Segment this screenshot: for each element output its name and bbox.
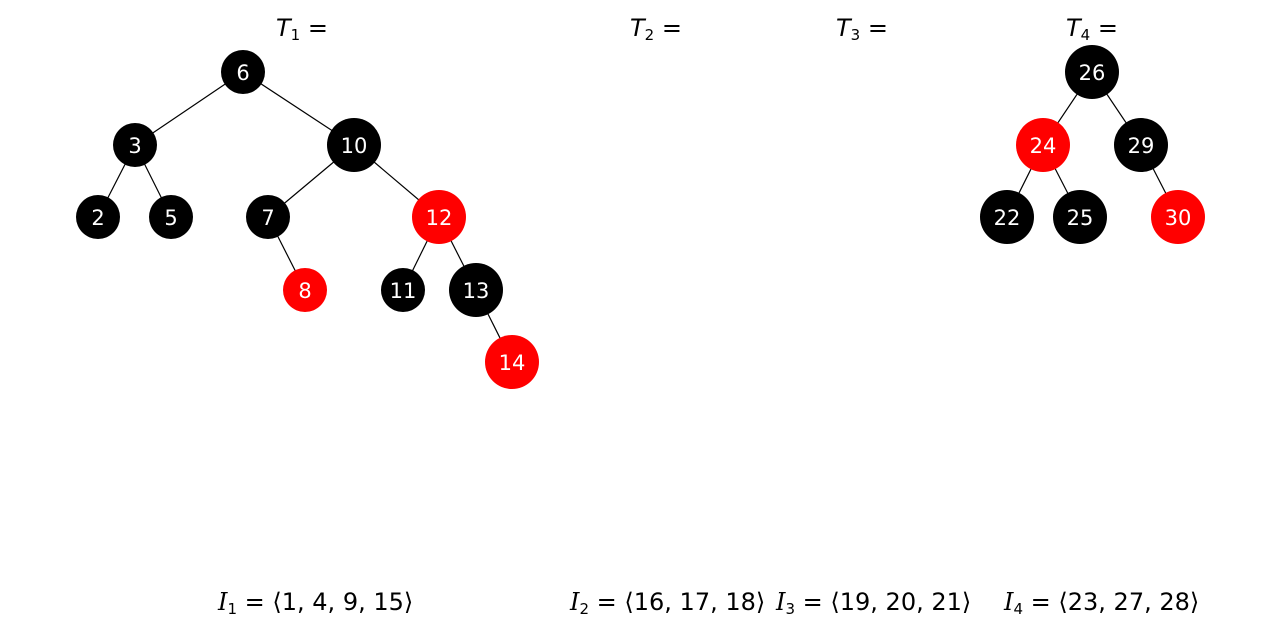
title-letter: T [630,14,645,42]
node-circle [113,123,157,167]
node-circle [1016,118,1070,172]
interval-letter: I [1004,588,1014,616]
node-circle [327,118,381,172]
tree-node-25: 25 [1053,190,1107,244]
node-key-label: 25 [1067,206,1094,230]
node-circle [149,195,193,239]
node-circle [381,268,425,312]
node-circle [1151,190,1205,244]
tree-node-30: 30 [1151,190,1205,244]
tree-node-8: 8 [283,268,327,312]
tree-node-2: 2 [76,195,120,239]
node-circle [449,263,503,317]
interval-subscript: 4 [1013,600,1024,618]
node-circle [1065,45,1119,99]
interval-values: = ⟨23, 27, 28⟩ [1023,588,1200,616]
tree-node-10: 10 [327,118,381,172]
title-subscript: 4 [1080,26,1091,44]
tree-title-t4: T4 = [1066,14,1118,44]
interval-letter: I [218,588,228,616]
title-letter: T [276,14,291,42]
tree-title-t1: T1 = [276,14,328,44]
node-key-label: 29 [1128,134,1155,158]
tree-node-12: 12 [412,190,466,244]
tree-node-13: 13 [449,263,503,317]
tree-title-t3: T3 = [836,14,888,44]
title-subscript: 2 [644,26,655,44]
title-equals: = [860,14,888,42]
title-letter: T [836,14,851,42]
node-key-label: 22 [994,206,1021,230]
interval-subscript: 2 [579,600,590,618]
node-key-label: 26 [1079,61,1106,85]
tree-node-24: 24 [1016,118,1070,172]
tree-node-7: 7 [246,195,290,239]
interval-letter: I [776,588,786,616]
node-circle [485,335,539,389]
node-key-label: 13 [463,279,490,303]
interval-subscript: 3 [785,600,796,618]
node-key-label: 3 [128,134,141,158]
tree-node-29: 29 [1114,118,1168,172]
interval-label-i1: I1 = ⟨1, 4, 9, 15⟩ [218,588,413,618]
node-key-label: 2 [91,206,104,230]
node-circle [246,195,290,239]
tree-title-t2: T2 = [630,14,682,44]
node-key-label: 10 [341,134,368,158]
title-subscript: 3 [850,26,861,44]
node-key-label: 12 [426,206,453,230]
tree-node-26: 26 [1065,45,1119,99]
tree-node-14: 14 [485,335,539,389]
title-equals: = [654,14,682,42]
title-letter: T [1066,14,1081,42]
title-equals: = [1090,14,1118,42]
node-circle [1114,118,1168,172]
interval-values: = ⟨16, 17, 18⟩ [589,588,766,616]
node-circle [980,190,1034,244]
node-circle [1053,190,1107,244]
interval-label-i4: I4 = ⟨23, 27, 28⟩ [1004,588,1199,618]
interval-subscript: 1 [227,600,238,618]
title-subscript: 1 [290,26,301,44]
node-circle [76,195,120,239]
tree-node-6: 6 [221,50,265,94]
tree-node-22: 22 [980,190,1034,244]
node-circle [283,268,327,312]
title-equals: = [300,14,328,42]
interval-label-i3: I3 = ⟨19, 20, 21⟩ [776,588,971,618]
node-key-label: 30 [1165,206,1192,230]
node-circle [412,190,466,244]
node-key-label: 6 [236,61,249,85]
interval-values: = ⟨1, 4, 9, 15⟩ [237,588,414,616]
interval-values: = ⟨19, 20, 21⟩ [795,588,972,616]
node-key-label: 11 [390,279,417,303]
node-circle [221,50,265,94]
node-key-label: 24 [1030,134,1057,158]
tree-node-11: 11 [381,268,425,312]
interval-label-i2: I2 = ⟨16, 17, 18⟩ [570,588,765,618]
node-key-label: 5 [164,206,177,230]
tree-node-3: 3 [113,123,157,167]
node-key-label: 8 [298,279,311,303]
node-key-label: 14 [499,351,526,375]
interval-letter: I [570,588,580,616]
node-key-label: 7 [261,206,274,230]
tree-node-5: 5 [149,195,193,239]
